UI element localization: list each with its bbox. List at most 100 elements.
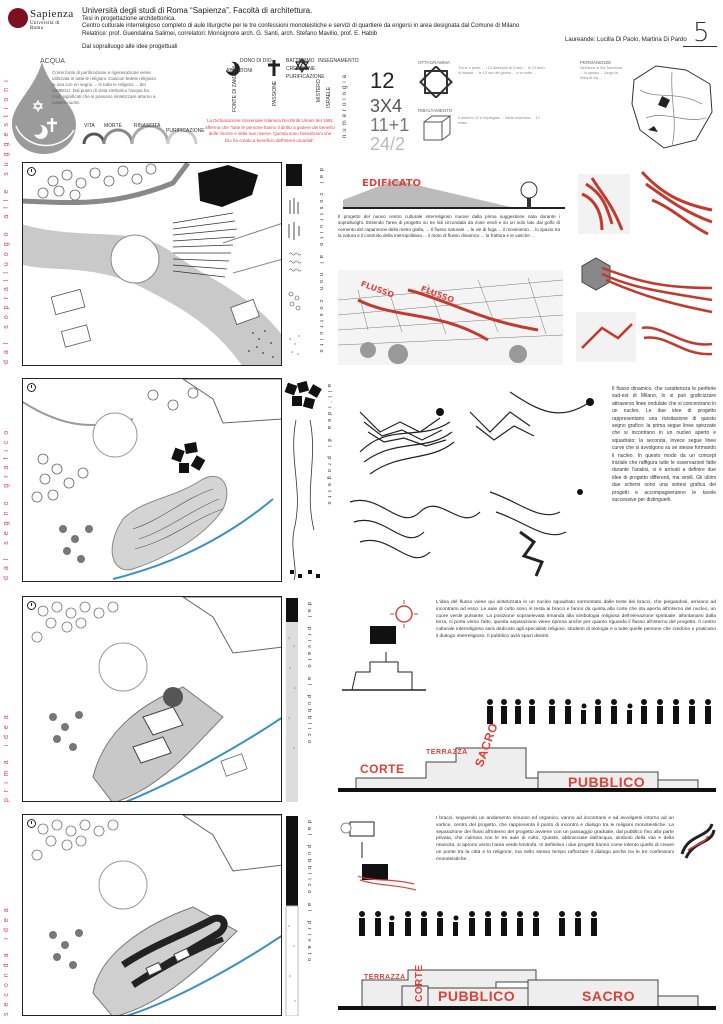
panel2-plan-drawing [23, 379, 281, 581]
logo-name: Sapienza [30, 8, 74, 20]
seal-icon [8, 8, 28, 28]
acqua-title: ACQUA [40, 58, 65, 65]
edificato-label: EDIFICATO [362, 178, 422, 189]
cycle-rinascita: RINASCITA [134, 123, 161, 129]
panel2-text: Il flusso dinamico, che caratterizza le … [612, 386, 716, 504]
panel4-text: I bracci, seguendo un andamento sinuoso … [436, 816, 674, 862]
nucleus-diagram [342, 600, 426, 691]
permanenze-label: PERMANENZE [580, 60, 612, 65]
thesis-info: Università degli studi di Roma “Sapienza… [82, 6, 552, 38]
university-logo: Sapienza Università di Roma [8, 6, 73, 46]
panel3-text: L'idea del flusso viene qui sintetizzata… [436, 600, 716, 639]
north-arrow-icon [27, 601, 36, 610]
section-diagram-1 [338, 747, 716, 792]
city-map [631, 65, 713, 149]
gift-abluzioni: ABLUZIONI [226, 68, 253, 74]
north-arrow-icon [27, 819, 36, 828]
panel-4: seconda idea dal pubblico al privato [0, 812, 723, 1018]
panel1-site-plan [22, 162, 282, 366]
sheet-subtitle: Dal sopralluogo alle idee progettuali [82, 44, 178, 50]
edificato-graphic [343, 180, 565, 209]
panel3-vertical-title: prima idea [3, 709, 10, 802]
header-line4: Relatrice: prof. Guendalina Salimei, cor… [82, 30, 378, 37]
permanenze-text: Nell'area in Via Taormina ... lo spazio … [580, 66, 622, 81]
panel3-plan-drawing [23, 597, 281, 801]
word-terrazza: TERRAZZA [426, 749, 468, 756]
panel4-site-plan [22, 814, 282, 1016]
panel4-gradient-strip [285, 816, 299, 1016]
gift-purificazione: PURIFICAZIONE [286, 74, 325, 80]
header-line2: Tesi in progettazione architettonica. [82, 16, 177, 22]
panel1-text: Il progetto del nuovo centro culturale i… [338, 214, 560, 239]
numerology-label: numerologia [342, 72, 348, 139]
panel-1: dal sopralluogo alle suggestioni [0, 74, 723, 370]
number-24over2: 24/2 [370, 134, 406, 154]
cube-text: Il numero 12 è impiegato ... Nella mosch… [458, 116, 540, 126]
flow-line-diagrams [349, 391, 594, 577]
cube-label: RIBALTAMENTO [418, 108, 453, 113]
gift-dono: DONO DI DIO [240, 58, 272, 64]
word-sacro-2: SACRO [582, 988, 636, 1004]
panel4-plan-drawing [23, 815, 281, 1015]
page-number: 5 [693, 18, 710, 48]
panel1-vertical-title: dal sopralluogo alle suggestioni [3, 74, 10, 364]
header-line3: Centro culturale interreligioso completo… [82, 23, 520, 30]
people-figures-2 [359, 911, 597, 936]
octagram-icon [419, 66, 453, 98]
header: Sapienza Università di Roma Università d… [0, 0, 723, 54]
panel1-mid-title: dal costruito al non costruito [318, 168, 324, 357]
declaration-quote: La Dichiarazione Universale Islamica Dei… [205, 118, 335, 143]
panel4-vertical-title: seconda idea [3, 902, 10, 1016]
cycle-purificazione: PURIFICAZIONE [166, 128, 205, 134]
panel-3: prima idea dal privato al pubblico [0, 594, 723, 806]
panel2-site-plan [22, 378, 282, 582]
panel3-mid-title: dal privato al pubblico [306, 602, 312, 748]
header-title: Università degli studi di Roma “Sapienza… [82, 6, 313, 15]
authors: Laureande: Lucilla Di Paolo, Martina Di … [565, 37, 687, 43]
gift-israele: ISRAELE [326, 86, 332, 108]
gift-insegnamento: INSEGNAMENTO [318, 58, 359, 64]
vortex-diagram [340, 821, 417, 891]
flow-sketch-2 [576, 257, 713, 362]
panel2-evolution-strip [284, 380, 322, 580]
panel1-texture-strip [286, 164, 302, 355]
logo-sub: Università di Roma [30, 21, 60, 31]
gift-zamzam: FONTE DI ZAMZAM [232, 66, 238, 112]
ottagramma-label: OTTAGRAMMA [418, 60, 450, 65]
panel2-mid-title: all'idea di progetto [326, 384, 332, 509]
word-pubblico: PUBBLICO [568, 774, 646, 790]
panel3-site-plan [22, 596, 282, 802]
panel-2: dal segno grafico [0, 376, 723, 586]
word-pubblico-2: PUBBLICO [438, 988, 516, 1004]
panel4-mid-title: dal pubblico al privato [306, 820, 312, 966]
gift-creazione: CREAZIONE [286, 66, 316, 72]
page-number-underline [683, 46, 717, 47]
panel2-vertical-title: dal segno grafico [3, 424, 10, 580]
site-sketch-photo [338, 270, 563, 365]
north-arrow-icon [27, 383, 36, 392]
flow-sketch-1 [578, 170, 713, 236]
panel3-gradient-strip [286, 598, 298, 802]
word-corte-2: CORTE [414, 964, 425, 1003]
religion-symbols [226, 58, 310, 76]
people-figures [487, 699, 711, 724]
acqua-text: Come fonte di purificazione e rigenerazi… [52, 70, 157, 105]
number-3x4: 3X4 [370, 96, 403, 116]
panel1-plan-drawing [23, 163, 281, 365]
word-terrazza-2: TERRAZZA [364, 974, 406, 981]
word-corte: CORTE [360, 762, 405, 776]
number-12: 12 [370, 68, 395, 93]
cycle-morte: MORTE [104, 123, 122, 129]
cycle-vita: VITA [84, 123, 95, 129]
gift-passione: PASSIONE [272, 80, 278, 106]
gift-battesimo: BATTESIMO [286, 58, 315, 64]
north-arrow-icon [27, 167, 36, 176]
section-diagram-2 [338, 969, 716, 1010]
water-drop-diagram [12, 62, 198, 154]
cube-icon [423, 115, 452, 141]
number-11plus1: 11+1 [370, 115, 410, 135]
concept-band: ACQUA Come fonte di purificazione e rige… [0, 56, 723, 156]
ottagramma-text: Tra le 4 porte ... i 12 discepoli di Cri… [458, 66, 545, 76]
gift-mistero: MISTERO [316, 79, 322, 102]
swirl-sketch [680, 823, 716, 859]
